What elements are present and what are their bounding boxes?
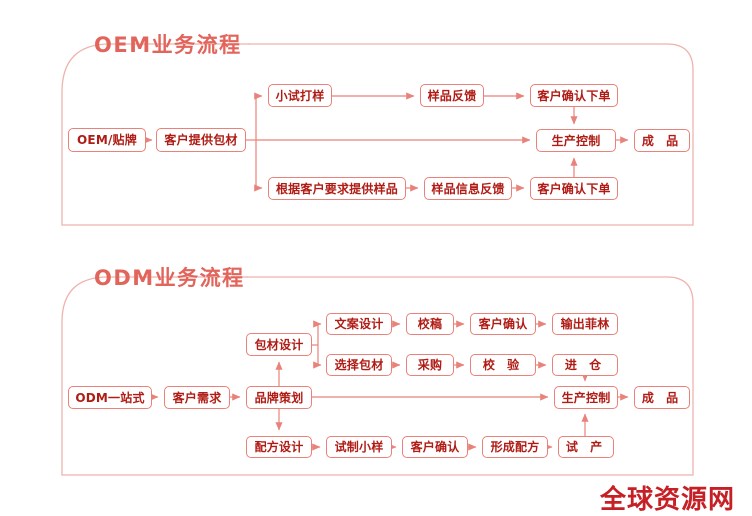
node-odm-purchase[interactable]: 采购 (406, 354, 454, 376)
node-oem-sample[interactable]: 根据客户要求提供样品 (268, 177, 406, 200)
node-odm-film[interactable]: 输出菲林 (552, 313, 618, 335)
node-odm-pack[interactable]: 包材设计 (246, 333, 312, 356)
node-oem-control[interactable]: 生产控制 (536, 129, 616, 152)
node-oem-trial[interactable]: 小试打样 (268, 84, 332, 107)
node-odm-control[interactable]: 生产控制 (554, 386, 618, 409)
node-odm-check[interactable]: 校 验 (470, 354, 536, 376)
node-oem-material[interactable]: 客户提供包材 (156, 128, 246, 152)
node-odm-cust1[interactable]: 客户确认 (470, 313, 536, 335)
node-odm-cust2[interactable]: 客户确认 (402, 436, 468, 458)
node-oem-feedback1[interactable]: 样品反馈 (420, 84, 484, 107)
node-oem-finished[interactable]: 成 品 (634, 129, 690, 152)
node-odm-proof[interactable]: 校稿 (406, 313, 454, 335)
node-odm-trial[interactable]: 试制小样 (326, 436, 392, 458)
node-odm-store[interactable]: 进 仓 (552, 354, 618, 376)
node-oem-start[interactable]: OEM/贴牌 (68, 128, 146, 152)
node-odm-choose[interactable]: 选择包材 (326, 354, 392, 376)
node-oem-confirm2[interactable]: 客户确认下单 (530, 177, 618, 200)
node-odm-finished[interactable]: 成 品 (634, 386, 690, 409)
node-oem-confirm1[interactable]: 客户确认下单 (530, 84, 618, 107)
watermark-logo: 全球资源网 (600, 485, 736, 515)
node-odm-pilot[interactable]: 试 产 (558, 436, 614, 458)
node-odm-start[interactable]: ODM一站式 (68, 386, 152, 409)
node-odm-formula[interactable]: 配方设计 (246, 436, 312, 458)
node-odm-copy[interactable]: 文案设计 (326, 313, 392, 335)
node-odm-brand[interactable]: 品牌策划 (246, 386, 312, 409)
node-odm-demand[interactable]: 客户需求 (164, 386, 230, 409)
section-title-odm: ODM业务流程 (94, 266, 245, 290)
section-title-oem: OEM业务流程 (94, 33, 242, 57)
node-oem-feedback2[interactable]: 样品信息反馈 (424, 177, 512, 200)
node-odm-form[interactable]: 形成配方 (482, 436, 548, 458)
